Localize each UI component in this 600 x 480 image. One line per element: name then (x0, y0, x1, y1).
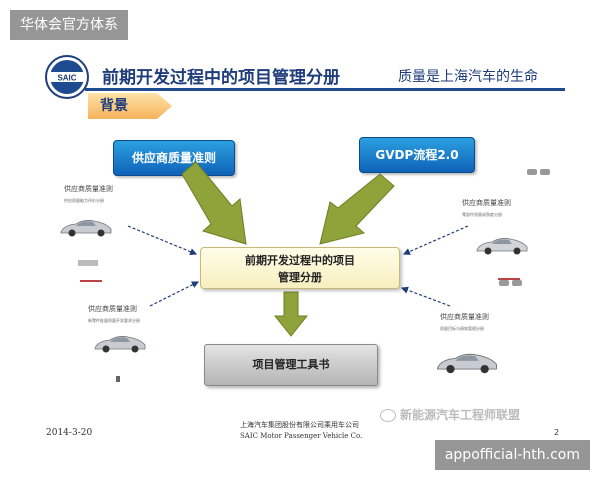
connector-top-right (404, 226, 468, 254)
connector-bottom-right (402, 288, 450, 306)
doc-title: 供应商质量准则 (462, 198, 511, 208)
company-name-cn: 上海汽车集团股份有限公司乘用车公司 (240, 420, 362, 431)
center-box-line2: 管理分册 (201, 269, 399, 286)
company-name-en: SAIC Motor Passenger Vehicle Co. (240, 431, 362, 442)
doc-thumbnail-2: 供应商质量准则 新零件批量质量开发要求分册 (88, 300, 196, 418)
doc-badge-icon (527, 168, 553, 176)
doc-title: 供应商质量准则 (64, 184, 113, 194)
arrow-left-down (182, 162, 246, 244)
doc-title: 供应商质量准则 (440, 312, 489, 322)
doc-subtitle: 供应质量能力评价分册 (64, 198, 104, 204)
project-tools-box: 项目管理工具书 (204, 344, 378, 386)
car-image (90, 332, 150, 354)
project-management-box: 前期开发过程中的项目 管理分册 (200, 247, 400, 289)
wechat-icon (380, 409, 396, 422)
center-box-line1: 前期开发过程中的项目 (201, 252, 399, 269)
doc-title: 供应商质量准则 (88, 304, 137, 314)
watermark-bottom-right: appofficial-hth.com (435, 440, 590, 470)
doc-badge-icon (499, 279, 525, 287)
car-image (434, 348, 500, 376)
car-image (474, 234, 530, 256)
doc-subtitle: 零部件质量成熟度分册 (462, 212, 502, 218)
wechat-watermark: 新能源汽车工程师联盟 (380, 406, 520, 423)
page-number: 2 (554, 428, 559, 437)
car-image (58, 216, 114, 238)
doc-subtitle: 新零件批量质量开发要求分册 (88, 318, 140, 324)
doc-emblem (116, 376, 120, 382)
arrow-right-down (320, 174, 394, 244)
footer-date: 2014-3-20 (46, 428, 92, 438)
doc-thumbnail-3: 供应商质量准则 零部件质量成熟度分册 (468, 194, 576, 312)
wechat-label: 新能源汽车工程师联盟 (400, 408, 520, 422)
watermark-top-left: 华体会官方体系 (10, 10, 128, 40)
doc-footer-mark (80, 280, 102, 282)
footer-company: 上海汽车集团股份有限公司乘用车公司 SAIC Motor Passenger V… (240, 420, 362, 442)
doc-emblem (78, 260, 98, 266)
doc-thumbnail-1: 供应商质量准则 供应质量能力评价分册 (50, 180, 158, 298)
doc-subtitle: 质量目标与绩效管理分册 (440, 326, 484, 332)
arrow-center-down (275, 292, 307, 336)
